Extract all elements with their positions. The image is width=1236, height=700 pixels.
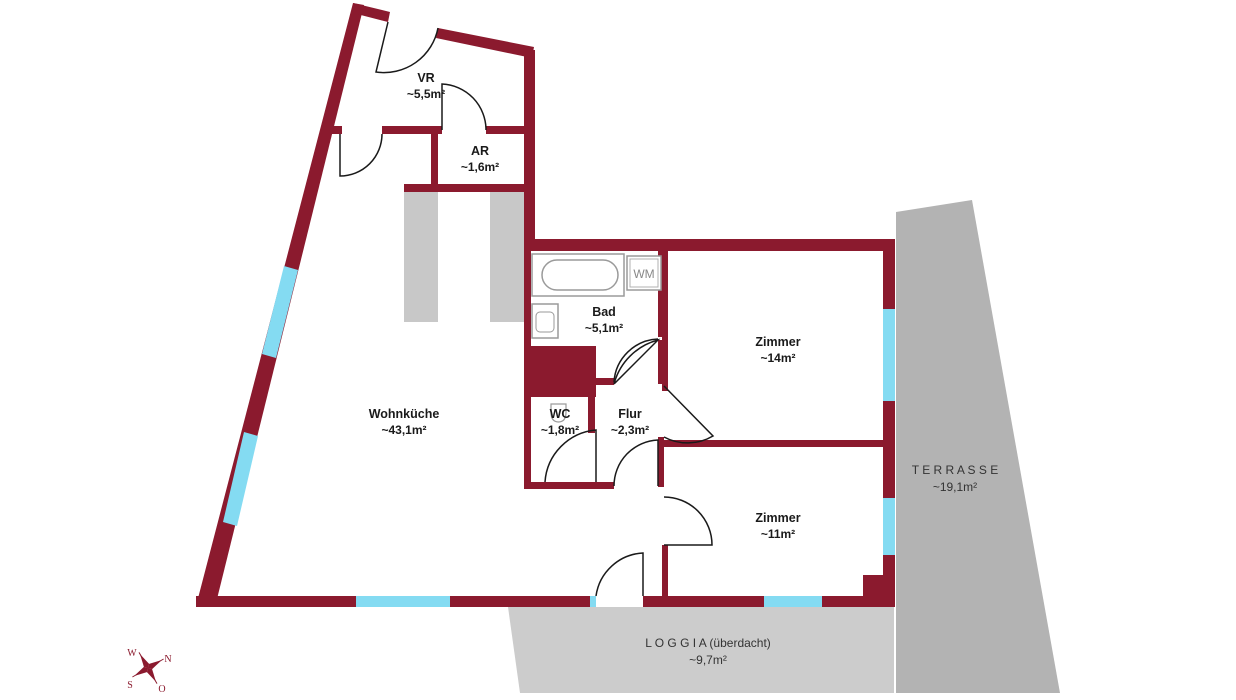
washing-machine-box [626, 255, 662, 291]
wall-vr-bottom-left [330, 126, 342, 134]
wall-zimmer-divider [662, 440, 886, 447]
bathroom-fixtures: WM [531, 253, 662, 423]
room-zimmer1-area: ~14m² [760, 351, 795, 365]
wall-zimmer-left-lower [662, 545, 668, 600]
kitchen-counter-left [404, 192, 438, 322]
wall-ar-bottom [404, 184, 528, 192]
room-wohnkueche-name: Wohnküche [369, 407, 440, 421]
terrace-area [896, 200, 1060, 693]
loggia-area [508, 607, 894, 693]
wall-vr-bottom-mid [382, 126, 442, 134]
compass-s: S [127, 680, 133, 691]
bathtub-inner [541, 259, 619, 291]
room-flur-name: Flur [618, 407, 642, 421]
door-ar [441, 83, 487, 131]
outer-wall-top-left [353, 3, 390, 22]
outer-wall-top-right [436, 28, 534, 58]
kitchen-counter-right [490, 192, 524, 322]
wall-top-rooms [524, 239, 894, 251]
window-bottom-right [764, 596, 822, 607]
room-zimmer1-name: Zimmer [755, 335, 800, 349]
door-bad [613, 338, 661, 385]
windows [223, 266, 895, 607]
door-flur-lower [613, 439, 659, 487]
wall-wc-right [588, 397, 595, 433]
wall-door-stub-right [643, 596, 649, 607]
wall-bath-right [658, 251, 664, 337]
doors [339, 21, 715, 597]
room-vr-name: VR [417, 71, 434, 85]
shaft-block [524, 346, 596, 397]
terrace-area-label: ~19,1m² [933, 480, 977, 494]
wall-flur-right-a [658, 340, 664, 384]
door-zimmer1 [663, 385, 715, 444]
window-bottom-left [356, 596, 450, 607]
compass-w: W [127, 648, 137, 659]
sink-inner [535, 311, 555, 333]
washing-machine-label: WM [633, 267, 654, 281]
wall-flur-right-b [658, 437, 664, 487]
room-flur-area: ~2,3m² [611, 423, 649, 437]
room-bad-name: Bad [592, 305, 616, 319]
room-bad-area: ~5,1m² [585, 321, 623, 335]
washing-machine-inner [629, 258, 659, 288]
wall-vr-right [524, 50, 535, 250]
door-wc [544, 429, 597, 483]
room-zimmer2-area: ~11m² [761, 527, 795, 541]
wall-bath-bottom [596, 378, 614, 385]
door-vr-kitchen [339, 133, 383, 177]
wall-right-mid [883, 401, 895, 498]
room-wc-name: WC [550, 407, 571, 421]
compass-o: O [158, 684, 165, 695]
room-wc-area: ~1,8m² [541, 423, 579, 437]
window-left-lower [223, 432, 258, 526]
terrace-name: T E R R A S S E [912, 463, 998, 477]
wall-zimmer1-left [662, 251, 668, 391]
room-vr-area: ~5,5m² [407, 87, 445, 101]
compass-rose-icon [132, 652, 164, 684]
window-right-upper [883, 309, 895, 401]
wall-bottom-2 [450, 596, 590, 607]
room-zimmer2-name: Zimmer [755, 511, 800, 525]
wall-bottom-4 [822, 596, 895, 607]
wall-bottom-3 [649, 596, 764, 607]
window-left-upper [262, 266, 298, 358]
wall-wc-bottom [524, 482, 614, 489]
door-entrance [375, 21, 439, 74]
window-loggia-door-left [590, 596, 596, 607]
room-labels: VR ~5,5m² AR ~1,6m² Bad ~5,1m² Wohnküche… [369, 71, 999, 667]
wall-vr-bottom-right [486, 126, 528, 134]
door-bad-swing [613, 338, 659, 383]
wall-right-upper [883, 239, 895, 309]
window-right-lower [883, 498, 895, 555]
toilet [550, 403, 567, 423]
loggia-name: L O G G I A (überdacht) [645, 636, 771, 650]
wall-bottom-1 [196, 596, 356, 607]
wall-ar-left [431, 126, 438, 188]
door-loggia [595, 552, 644, 597]
room-ar-name: AR [471, 144, 489, 158]
door-zimmer2 [663, 496, 713, 546]
loggia-area-label: ~9,7m² [689, 653, 727, 667]
room-ar-area: ~1,6m² [461, 160, 499, 174]
room-wohnkueche-area: ~43,1m² [381, 423, 426, 437]
compass-n: N [164, 654, 171, 665]
